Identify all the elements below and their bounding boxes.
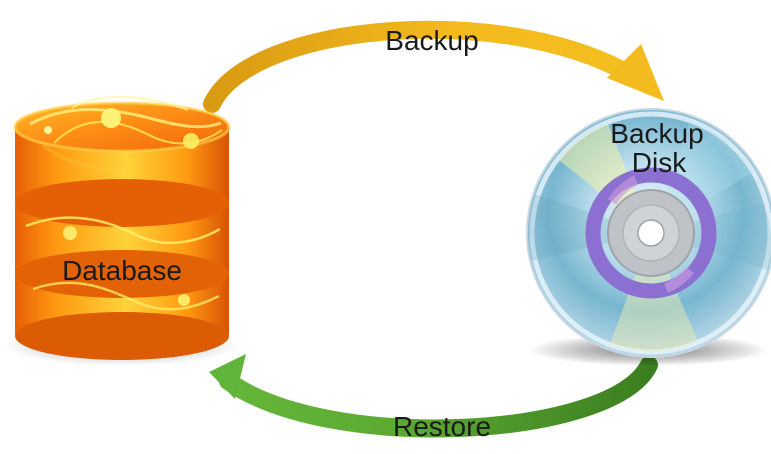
database-cylinder-icon: [13, 96, 231, 360]
database-label: Database: [62, 255, 182, 286]
database-node: Database: [4, 96, 238, 366]
backup-disk-label-line-1: Backup: [610, 118, 703, 149]
restore-arrow: Restore: [209, 354, 658, 442]
backup-arrow-label: Backup: [385, 25, 478, 56]
backup-disk-node: Backup Disk: [526, 108, 771, 366]
backup-arrow: Backup: [203, 20, 664, 113]
restore-arrow-label: Restore: [393, 411, 491, 442]
optical-disc-icon: [526, 108, 771, 358]
backup-disk-label-line-2: Disk: [632, 147, 687, 178]
